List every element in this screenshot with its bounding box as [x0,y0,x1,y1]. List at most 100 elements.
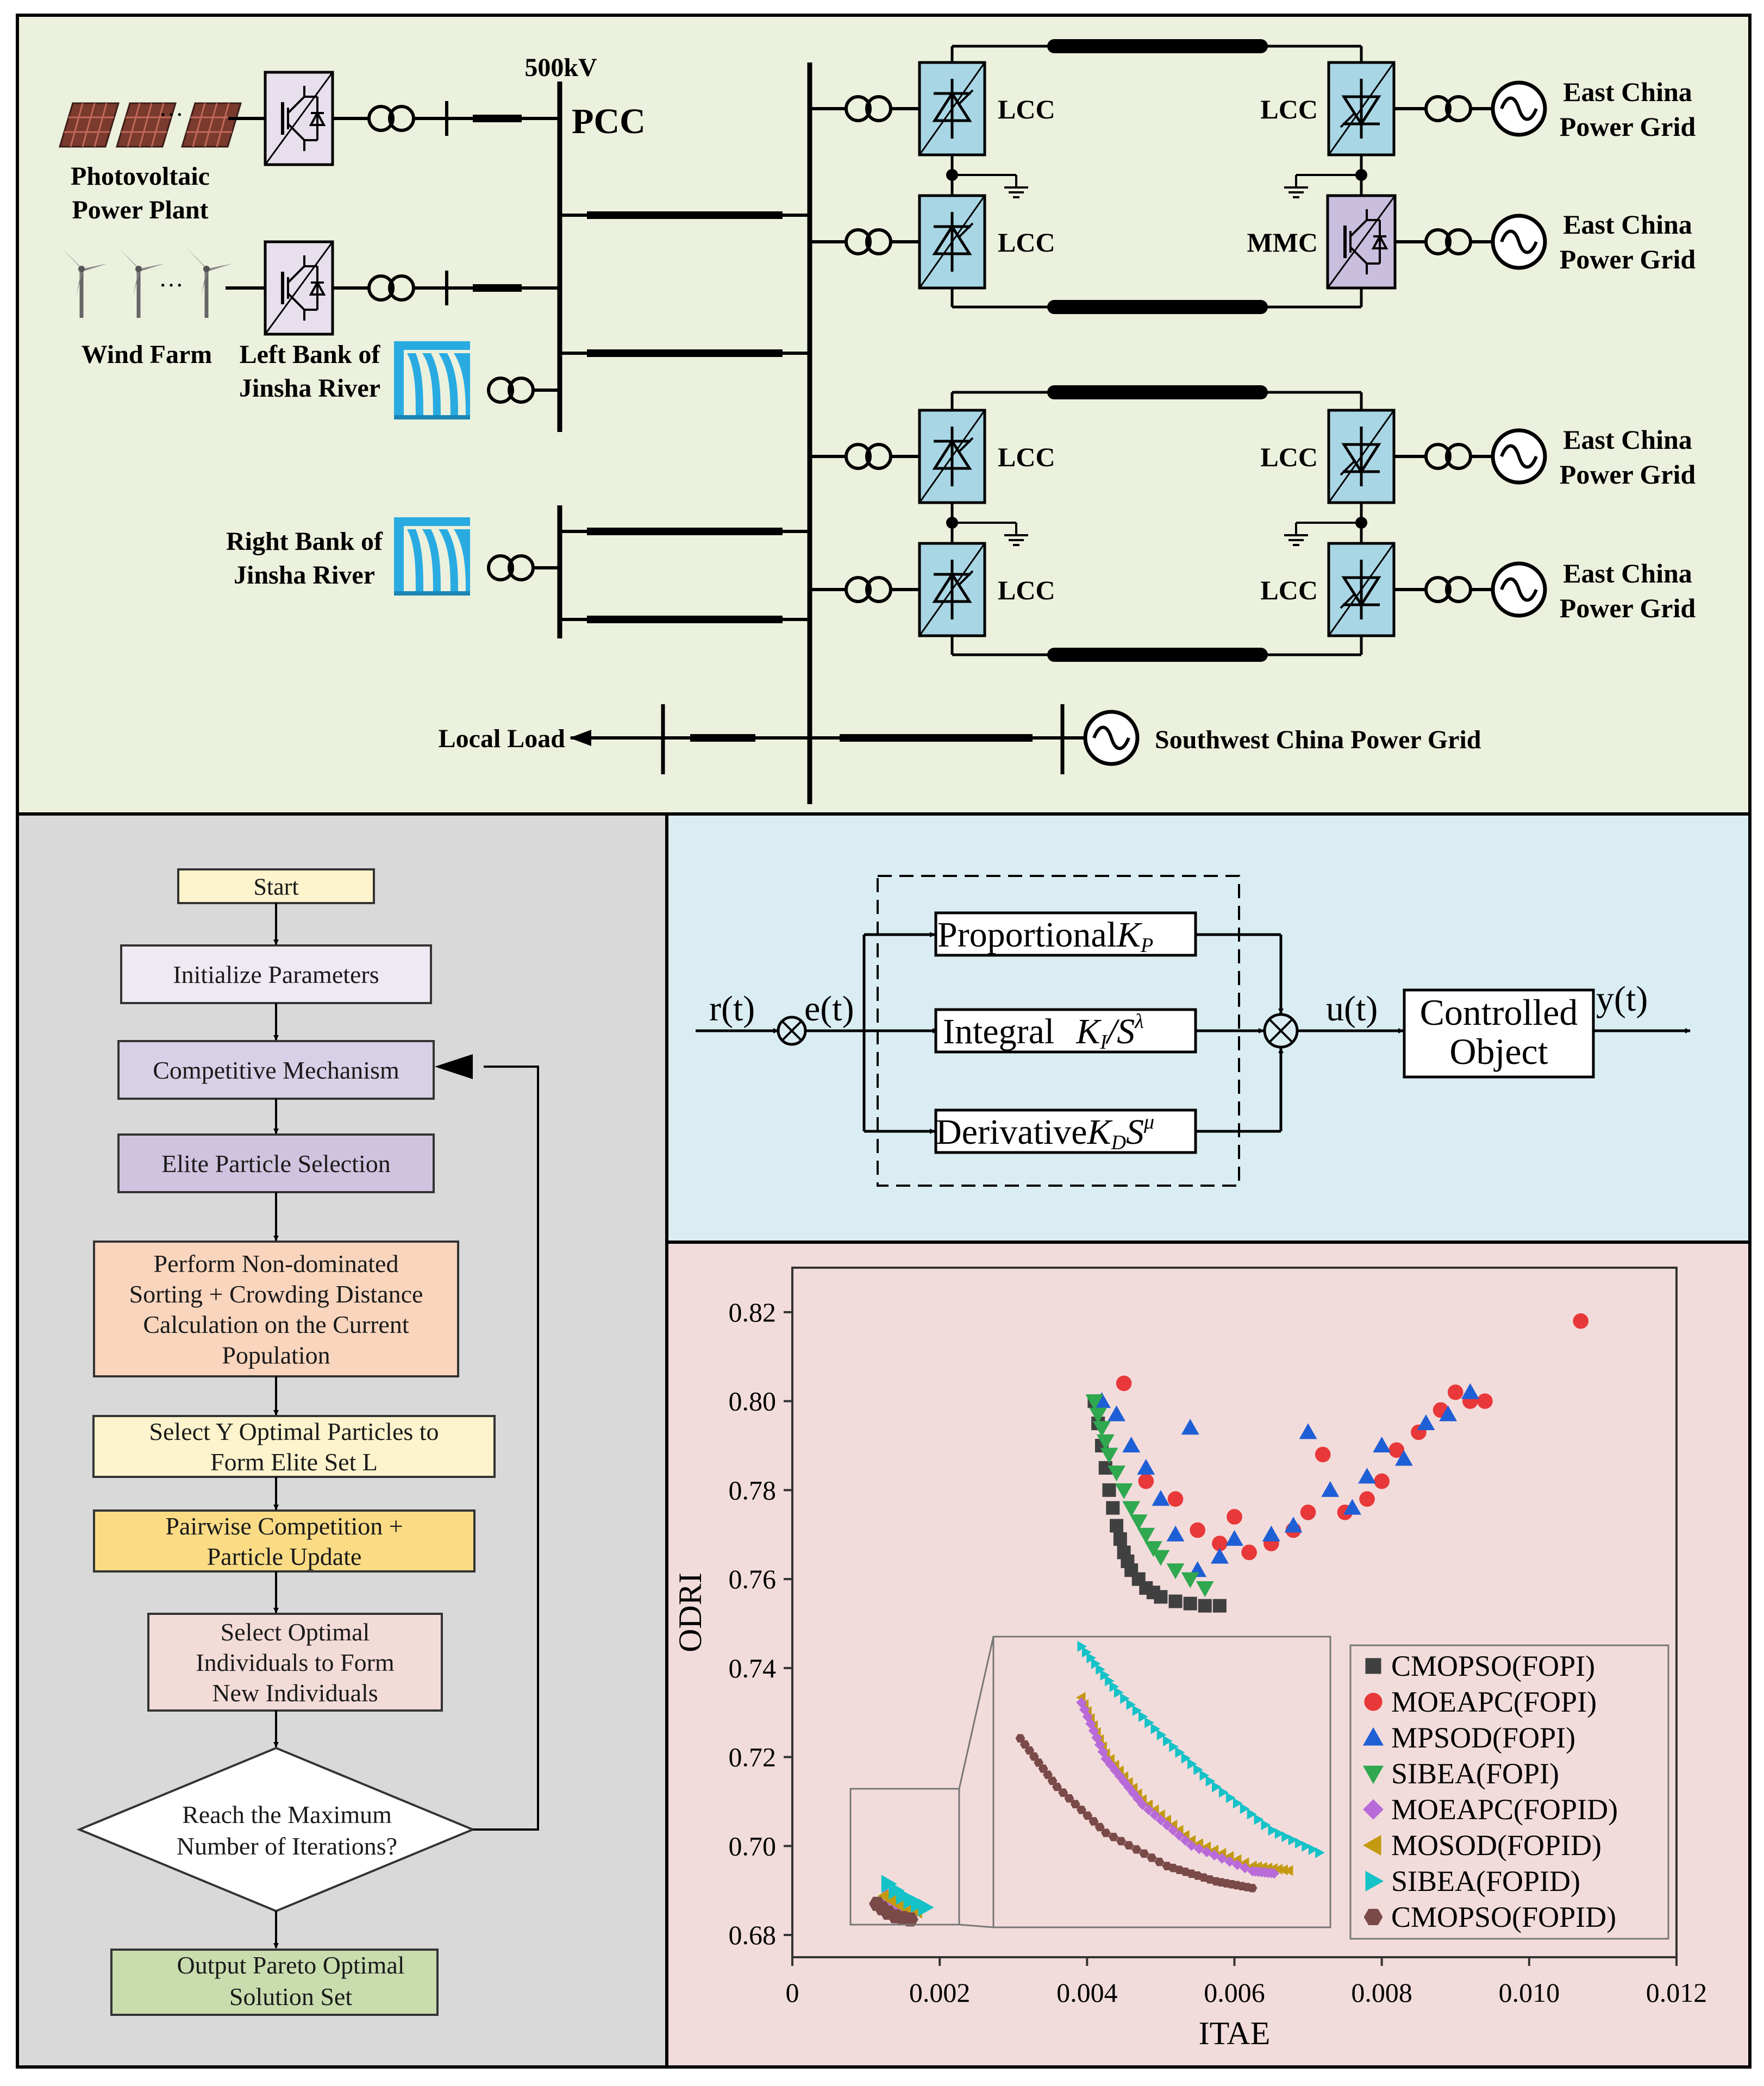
x-tick-label: 0 [786,1977,799,2008]
inset-point [1124,1841,1134,1850]
inset-point [1126,1699,1136,1710]
inset-point [1232,1859,1243,1870]
svg-text:East China: East China [1563,209,1692,240]
inset-point [1247,1808,1257,1820]
inset-point [1133,1794,1143,1805]
integral-block [934,1008,1197,1054]
flow-text-pairwise: Pairwise Competition + [165,1512,403,1540]
inset-MOEAPC(FOPID) [1076,1697,1280,1879]
y-tick-label: 0.72 [729,1742,777,1772]
r-label: r(t) [709,989,755,1029]
data-point [1477,1393,1493,1409]
data-point [1152,1490,1170,1506]
x-tick-label: 0.012 [1646,1977,1707,2008]
y-tick-label: 0.82 [729,1297,777,1327]
series-SIBEA(FOPI) [1085,1394,1214,1598]
data-point [902,1912,918,1927]
kd-superscript: μ [1143,1111,1154,1133]
inset-point [1216,1853,1228,1864]
flow-text-select_opt: New Individuals [212,1679,378,1707]
inset-point [1180,1835,1191,1846]
data-point [1374,1473,1390,1489]
inset-point [1205,1775,1216,1787]
flow-text-decision: Number of Iterations? [177,1832,397,1860]
converter-label: LCC [1260,575,1318,605]
local-load-label: Local Load [439,724,566,753]
ac-source-icon [1493,430,1545,483]
flow-text-competitive: Competitive Mechanism [153,1056,399,1084]
converter-group-1: LCC LCC [810,39,1545,314]
grid-panel: ··· Photovoltaic Power Plant ··· Wind Fa… [16,14,1752,816]
data-point [1358,1468,1377,1484]
flow-text-sorting: Perform Non-dominated [154,1250,399,1277]
east-china-labels: East China Power Grid East China Power G… [1560,77,1696,623]
flow-box-elite: Elite Particle Selection [117,1133,435,1193]
inset-point [1225,1792,1236,1803]
flow-text-output: Output Pareto Optimal [177,1951,404,1979]
data-point [1089,1407,1108,1424]
controlled-object-block [1403,988,1595,1079]
ki-superscript: λ [1134,1010,1143,1033]
controlled-object-label-1: Controlled [1420,992,1578,1033]
legend-label: MPSOD(FOPI) [1391,1721,1575,1754]
inset-point [1247,1883,1258,1893]
right-bank-label-1: Right Bank of [226,527,383,556]
flow-text-select_opt: Select Optimal [221,1618,370,1646]
u-label: u(t) [1326,989,1378,1029]
data-point [1166,1563,1185,1580]
controlled-object-label-2: Object [1449,1031,1548,1072]
y-tick-label: 0.68 [729,1920,777,1950]
inset-point [1302,1840,1311,1852]
wind-inverter-icon [265,242,333,334]
data-point [1152,1550,1170,1566]
ac-source-icon [1493,83,1545,135]
inset-series [1015,1641,1325,1893]
legend-marker [1365,1870,1384,1892]
e-label: e(t) [804,989,854,1029]
integral-label: Integral [943,1012,1054,1051]
data-point [1343,1499,1361,1515]
inset-point [1268,1825,1278,1836]
x-tick-label: 0.002 [909,1977,971,2008]
proportional-label: Proportional [937,915,1117,955]
inset-point [1101,1828,1111,1837]
inset-point [1315,1847,1325,1858]
data-point [1129,1514,1148,1531]
data-point [1461,1383,1479,1399]
data-point [1198,1599,1212,1613]
inset-point [1110,1765,1121,1776]
wind-dots: ··· [159,271,184,299]
data-point [1166,1525,1185,1542]
flow-box-pairwise: Pairwise Competition +Particle Update [93,1509,476,1573]
ki-symbol: K [1075,1012,1102,1051]
ac-source-icon [1085,712,1137,764]
svg-text:East China: East China [1563,424,1692,455]
data-point [1225,1530,1243,1546]
inset-point [1281,1831,1291,1843]
converter-label: MMC [1247,227,1318,258]
data-point [1137,1527,1155,1544]
data-point [1102,1483,1116,1497]
ki-s: /S [1105,1012,1135,1051]
y-tick-label: 0.70 [729,1831,777,1861]
pcc-label: PCC [572,102,646,141]
series-CMOPSO(FOPID) [868,1896,918,1927]
data-point [1359,1491,1375,1507]
inset-point [1212,1781,1222,1793]
data-point [1315,1446,1331,1463]
kd-s: S [1126,1112,1144,1152]
data-point [1212,1599,1227,1613]
inset-point [1150,1723,1161,1734]
data-point [1137,1458,1155,1475]
converter-group-2: LCC LCC LCC LCC [810,385,1545,662]
right-bank-label-2: Jinsha River [234,561,375,590]
inset-point [1240,1803,1250,1814]
inset-point [1199,1770,1210,1781]
southwest-grid-label: Southwest China Power Grid [1155,725,1481,754]
